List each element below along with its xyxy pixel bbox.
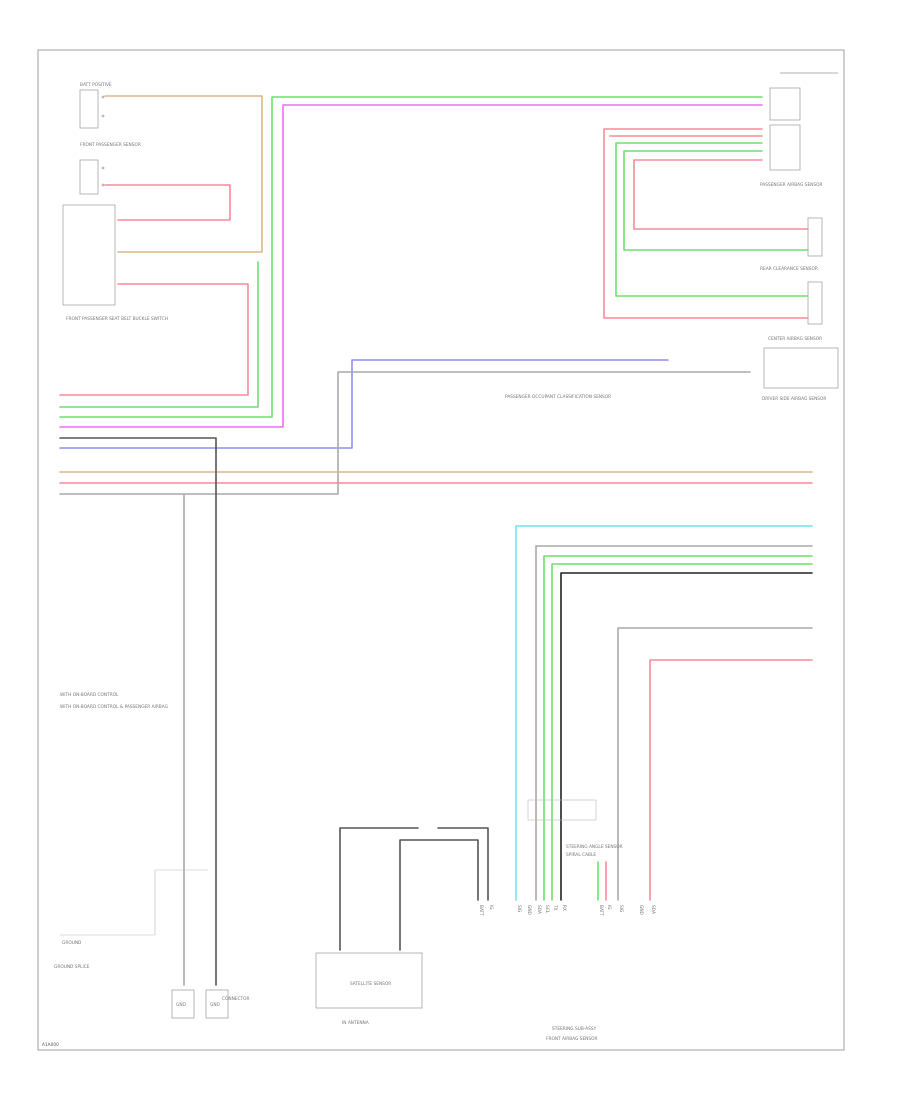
diagram-tag: A1A000 [42, 1042, 59, 1048]
driver-side-airbag-label: DRIVER SIDE AIRBAG SENSOR [762, 396, 826, 402]
steering-angle-label: STEERING ANGLE SENSOR [566, 844, 623, 850]
wire-green-top [59, 96, 763, 418]
wire-dark-lower [560, 572, 813, 901]
wire-gray-lower [535, 545, 813, 901]
wire-red-right-3 [633, 159, 809, 230]
wire-pink-top [59, 104, 763, 428]
wire-green-lower-2 [551, 563, 813, 901]
pin-label: GND [526, 905, 532, 916]
rear-clearance-connector-box [807, 281, 823, 325]
occupant-classification-label: PASSENGER OCCUPANT CLASSIFICATION SENSOR [505, 394, 611, 400]
rear-clearance-sensor-group: REAR CLEARANCE SENSOR [760, 266, 823, 325]
ground-splice-line [154, 869, 208, 935]
wire-group [59, 95, 813, 986]
ground-label: GROUND [62, 940, 82, 946]
wire-red-seatbelt [59, 283, 249, 396]
front-passenger-sensor-box [79, 159, 99, 195]
pin-label: BATT [478, 905, 484, 916]
spiral-cable-label: SPIRAL CABLE [566, 852, 596, 858]
pin-label: SDA [650, 905, 656, 914]
wire-gray-right [617, 627, 813, 901]
pin-dot [101, 114, 105, 118]
seat-belt-switch-label: FRONT PASSENGER SEAT BELT BUCKLE SWITCH [66, 316, 168, 322]
pin-label: SCL [544, 905, 550, 914]
wire-red-right-lower [649, 659, 813, 901]
ground-text-left: GND [176, 1002, 187, 1008]
ground-symbols: GND GND [171, 989, 229, 1019]
ground-symbol-left [171, 989, 195, 1019]
pin-label: IG [606, 905, 612, 910]
diagram-frame [37, 49, 845, 1051]
pin-label: SIG [516, 905, 522, 912]
spiral-cable-outline [527, 799, 597, 821]
side-connector-box [807, 217, 823, 257]
front-passenger-sensor-label: FRONT PASSENGER SENSOR [80, 142, 141, 148]
passenger-airbag-sensor-group: PASSENGER AIRBAG SENSOR [760, 87, 823, 257]
wire-tan [104, 95, 263, 253]
passenger-airbag-sensor-label: PASSENGER AIRBAG SENSOR [760, 182, 823, 188]
passenger-airbag-sensor-box [769, 87, 801, 121]
pin-label: GND [638, 905, 644, 916]
batt-positive-group: BATT POSITIVE [79, 82, 112, 129]
antenna-label: IN ANTENNA [342, 1020, 369, 1026]
wire-green-right-1 [615, 142, 809, 297]
center-airbag-sensor-label: CENTER AIRBAG SENSOR [768, 336, 822, 342]
wire-red-top-left [104, 184, 231, 221]
wire-black-bottom-2 [437, 827, 489, 901]
satellite-sensor-group: SATELLITE SENSOR IN ANTENNA [315, 952, 423, 1026]
pin-label: SIG [618, 905, 624, 912]
passenger-airbag-connector-box [769, 124, 801, 171]
ground-splice-label: GROUND SPLICE [54, 964, 90, 970]
wire-green-lower-1 [543, 555, 813, 901]
satellite-sensor-box [315, 952, 423, 1009]
center-airbag-sensor-group: CENTER AIRBAG SENSOR DRIVER SIDE AIRBAG … [762, 336, 839, 402]
pin-label: TX [552, 904, 558, 911]
seat-belt-switch-box [62, 204, 116, 306]
pin-label: RX [561, 905, 567, 911]
pin-dot [101, 95, 105, 99]
ground-splice-group: GROUND GROUND SPLICE [54, 869, 208, 970]
pin-dot [101, 166, 105, 170]
steering-sub-assy-label: STEERING SUB-ASSY [552, 1026, 597, 1032]
wire-gray [59, 371, 751, 495]
batt-positive-box [79, 89, 99, 129]
pin-dot [101, 183, 105, 187]
wire-red-right-1 [603, 128, 809, 319]
front-passenger-sensor-group: FRONT PASSENGER SENSOR [79, 142, 141, 195]
pin-label: BATT [598, 905, 604, 916]
center-airbag-sensor-box [763, 347, 839, 389]
wire-black-bottom-3 [399, 839, 479, 951]
wire-cyan [515, 525, 813, 901]
note-2: WITH ON-BOARD CONTROL & PASSENGER AIRBAG [60, 704, 168, 710]
seat-belt-switch-group: FRONT PASSENGER SEAT BELT BUCKLE SWITCH [62, 204, 168, 322]
wire-black-down [59, 437, 217, 986]
wire-green-right-2 [623, 150, 809, 251]
ground-symbol-right [205, 989, 229, 1019]
satellite-sensor-label: SATELLITE SENSOR [350, 981, 391, 987]
wire-black-bottom-1 [339, 827, 419, 951]
wire-green-seatbelt [59, 261, 259, 408]
rear-clearance-sensor-label: REAR CLEARANCE SENSOR [760, 266, 818, 272]
front-airbag-sensor-label: FRONT AIRBAG SENSOR [546, 1036, 598, 1042]
batt-positive-label: BATT POSITIVE [80, 82, 112, 88]
note-1: WITH ON-BOARD CONTROL [60, 692, 119, 698]
ground-text-right: GND [210, 1002, 221, 1008]
pin-label: SDA [536, 905, 542, 914]
connector-note: CONNECTOR [222, 996, 250, 1002]
wire-blue [59, 359, 669, 449]
pin-label: IG [488, 905, 494, 910]
